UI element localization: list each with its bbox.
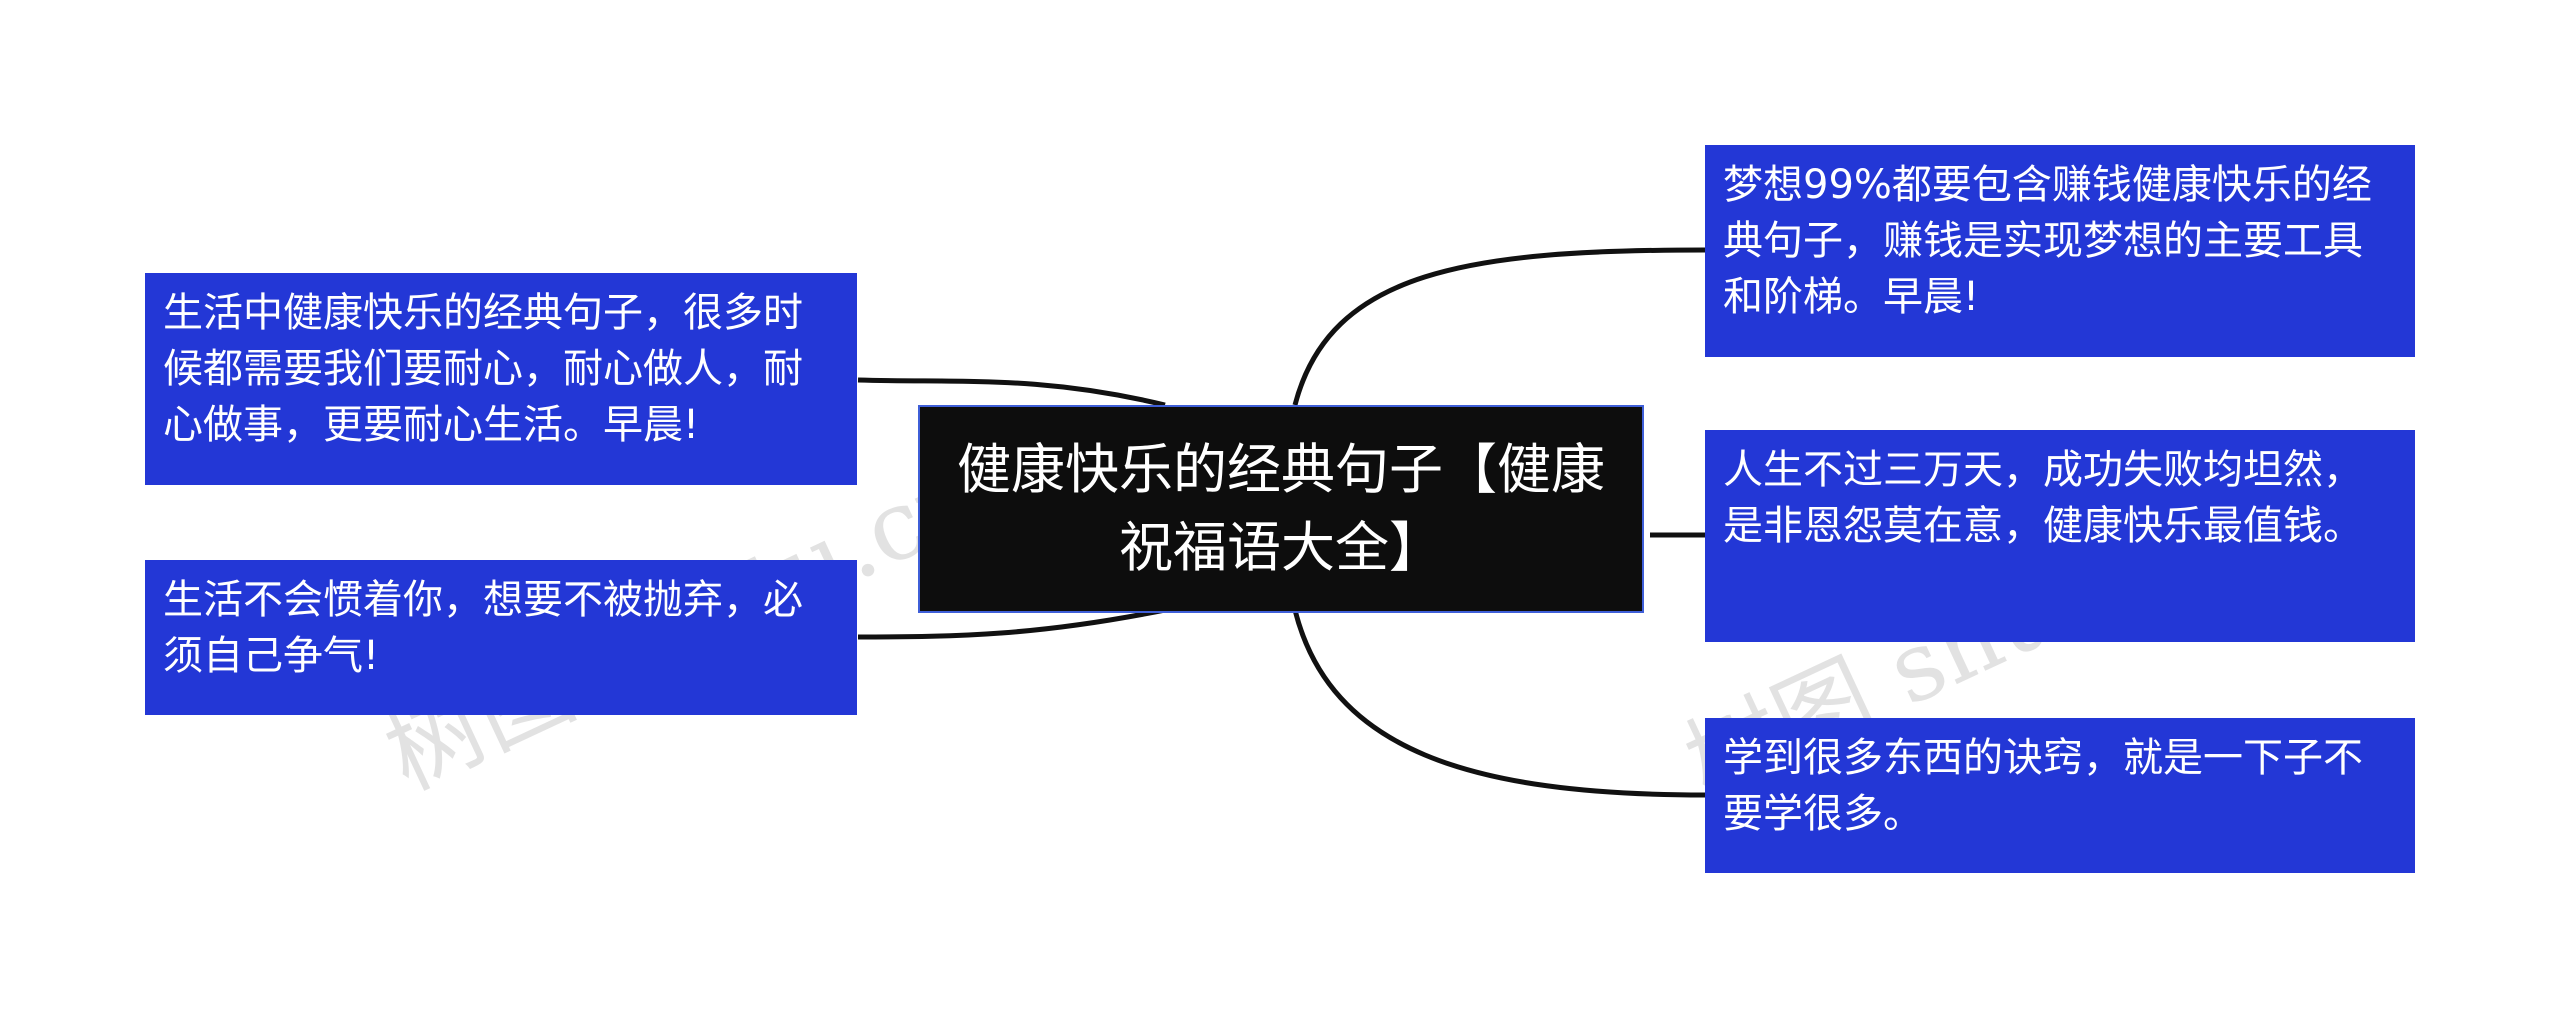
link-right-1 — [1292, 247, 1706, 406]
link-left-2 — [857, 607, 1166, 640]
right-node-2-text: 人生不过三万天，成功失败均坦然，是非恩怨莫在意，健康快乐最值钱。 — [1723, 447, 2363, 549]
left-node-2-text: 生活不会惯着你，想要不被抛弃，必须自己争气! — [163, 577, 803, 679]
root-node[interactable]: 健康快乐的经典句子【健康祝福语大全】 — [918, 405, 1644, 613]
link-right-3 — [1292, 609, 1706, 798]
right-node-1-text: 梦想99%都要包含赚钱健康快乐的经典句子，赚钱是实现梦想的主要工具和阶梯。早晨! — [1723, 162, 2372, 320]
left-node-1-text: 生活中健康快乐的经典句子，很多时候都需要我们要耐心，耐心做人，耐心做事，更要耐心… — [163, 290, 803, 448]
right-node-3[interactable]: 学到很多东西的诀窍，就是一下子不要学很多。 — [1705, 718, 2415, 873]
right-node-1[interactable]: 梦想99%都要包含赚钱健康快乐的经典句子，赚钱是实现梦想的主要工具和阶梯。早晨! — [1705, 145, 2415, 357]
left-node-1[interactable]: 生活中健康快乐的经典句子，很多时候都需要我们要耐心，耐心做人，耐心做事，更要耐心… — [145, 273, 857, 485]
right-node-2[interactable]: 人生不过三万天，成功失败均坦然，是非恩怨莫在意，健康快乐最值钱。 — [1705, 430, 2415, 642]
root-node-text: 健康快乐的经典句子【健康祝福语大全】 — [957, 438, 1605, 579]
link-left-1 — [857, 377, 1166, 408]
right-node-3-text: 学到很多东西的诀窍，就是一下子不要学很多。 — [1723, 735, 2363, 837]
left-node-2[interactable]: 生活不会惯着你，想要不被抛弃，必须自己争气! — [145, 560, 857, 715]
